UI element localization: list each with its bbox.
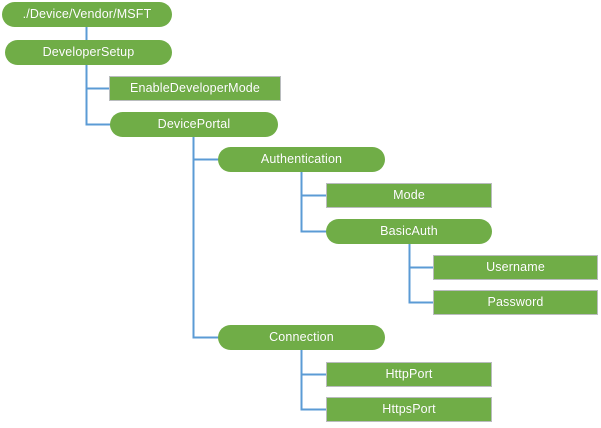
node-label-connection: Connection	[269, 329, 334, 344]
node-label-username: Username	[486, 259, 545, 274]
node-connection[interactable]: Connection	[218, 325, 385, 350]
node-httpsport[interactable]: HttpsPort	[326, 397, 492, 422]
node-root[interactable]: ./Device/Vendor/MSFT	[2, 2, 172, 27]
node-label-httpsport: HttpsPort	[382, 401, 436, 416]
node-label-enabledev: EnableDeveloperMode	[129, 80, 261, 95]
node-label-root: ./Device/Vendor/MSFT	[22, 6, 152, 21]
node-basicauth[interactable]: BasicAuth	[326, 219, 492, 244]
node-label-devsetup: DeveloperSetup	[42, 44, 135, 59]
node-enabledev[interactable]: EnableDeveloperMode	[109, 76, 281, 101]
node-label-auth: Authentication	[260, 151, 343, 166]
node-label-mode: Mode	[393, 187, 425, 202]
node-label-password: Password	[487, 294, 544, 309]
node-devsetup[interactable]: DeveloperSetup	[5, 40, 172, 65]
node-deviceportal[interactable]: DevicePortal	[110, 112, 278, 137]
node-username[interactable]: Username	[433, 255, 598, 280]
node-password[interactable]: Password	[433, 290, 598, 315]
node-httpport[interactable]: HttpPort	[326, 362, 492, 387]
node-auth[interactable]: Authentication	[218, 147, 385, 172]
node-label-httpport: HttpPort	[385, 366, 433, 381]
node-mode[interactable]: Mode	[326, 183, 492, 208]
node-label-basicauth: BasicAuth	[380, 223, 438, 238]
node-label-deviceportal: DevicePortal	[157, 116, 231, 131]
